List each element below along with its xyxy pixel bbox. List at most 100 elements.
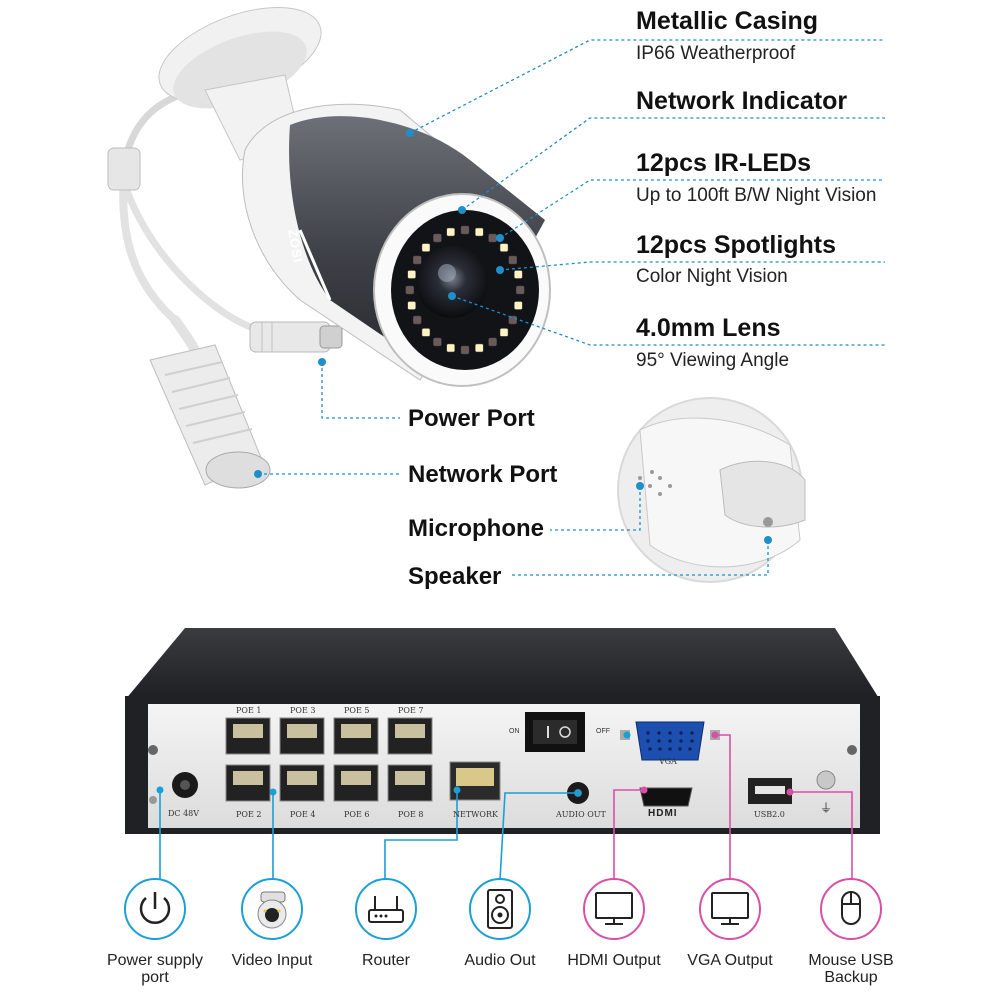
ir-led: [405, 285, 415, 295]
dc-jack: [172, 772, 198, 798]
nvr-label-vga: VGA: [659, 757, 677, 766]
led-ring: [405, 225, 525, 355]
vga-pin: [678, 747, 682, 751]
usb-port: [748, 778, 792, 804]
ir-led: [412, 255, 422, 265]
feature-title-ir-leds: 12pcs IR-LEDs: [636, 149, 812, 177]
interface-circle: [583, 878, 645, 940]
vga-pin: [679, 739, 683, 743]
mouse-icon: [820, 878, 882, 945]
poe-port-pins: [395, 724, 425, 738]
vga-pin: [668, 739, 672, 743]
nvr-label-dc: DC 48V: [168, 809, 200, 818]
interface-label: Power supply port: [106, 952, 204, 986]
label-speaker: Speaker: [408, 563, 502, 590]
vga-pin: [679, 731, 683, 735]
ground-terminal: ⏚: [816, 770, 836, 815]
poe-label-bottom: POE 6: [344, 810, 370, 819]
camera-mount: [158, 6, 322, 161]
network-connector: [149, 344, 271, 489]
vga-pin: [668, 747, 672, 751]
ir-led: [488, 233, 497, 243]
spotlight-led: [514, 301, 523, 310]
ir-led: [412, 315, 422, 325]
spotlight-led: [499, 243, 509, 252]
nvr-label-network: NETWORK: [453, 810, 498, 819]
monitor-icon: [583, 878, 645, 945]
interface-circle: [124, 878, 186, 940]
spotlight-led: [407, 301, 416, 310]
poe-label-bottom: POE 4: [290, 810, 316, 819]
poe-label-bottom: POE 2: [236, 810, 262, 819]
poe-port-pins: [395, 771, 425, 785]
poe-port-pins: [287, 771, 317, 785]
power-switch: [525, 712, 585, 752]
nvr-label-audio: AUDIO OUT: [556, 810, 606, 819]
interface-label: Mouse USB Backup: [808, 952, 894, 986]
svg-text:⏚: ⏚: [820, 801, 832, 815]
router-icon: [355, 878, 417, 945]
poe-label-top: POE 3: [290, 706, 316, 715]
speaker-icon: [469, 878, 531, 945]
interface-label: HDMI Output: [567, 952, 661, 969]
interface-lines: [159, 734, 853, 881]
nvr-label-off: OFF: [596, 728, 610, 735]
poe-ports: [225, 717, 433, 802]
feature-subtitle-casing: IP66 Weatherproof: [636, 43, 796, 64]
spotlight-led: [421, 328, 431, 337]
spotlight-led: [499, 328, 509, 337]
nvr-label-usb: USB2.0: [754, 810, 785, 819]
feature-subtitle-spotlights: Color Night Vision: [636, 266, 788, 287]
poe-port-pins: [341, 771, 371, 785]
leader-dots: [254, 129, 772, 544]
interface-label: VGA Output: [687, 952, 773, 969]
label-power-port: Power Port: [408, 405, 535, 432]
power-plug: [249, 321, 343, 353]
nvr-network-port: [449, 761, 501, 801]
ir-led: [508, 255, 518, 265]
feature-title-casing: Metallic Casing: [636, 7, 818, 35]
spotlight-led: [475, 343, 484, 353]
spotlight-led: [514, 270, 523, 279]
label-microphone: Microphone: [408, 515, 544, 542]
interface-line-dots: [156, 731, 794, 797]
camera-leader-lines: [258, 39, 885, 576]
vga-pin: [658, 747, 662, 751]
interface-circle: [241, 878, 303, 940]
poe-port-pins: [233, 771, 263, 785]
ir-led: [460, 225, 470, 235]
spotlight-led: [475, 227, 484, 237]
cable-junction: [107, 147, 141, 191]
poe-port-pins: [233, 724, 263, 738]
vga-pin: [646, 731, 650, 735]
feature-title-lens: 4.0mm Lens: [636, 314, 781, 342]
spotlight-led: [446, 343, 455, 353]
interface-circle: [820, 878, 882, 940]
camera-icon: [241, 878, 303, 945]
vga-pin: [690, 731, 694, 735]
interface-label: Video Input: [231, 952, 313, 969]
feature-subtitle-ir-leds: Up to 100ft B/W Night Vision: [636, 185, 877, 206]
interface-circle: [355, 878, 417, 940]
ir-led: [433, 233, 442, 243]
vga-pin: [690, 739, 694, 743]
spotlight-led: [407, 270, 416, 279]
hdmi-port: [639, 787, 693, 807]
feature-title-network-indicator: Network Indicator: [636, 87, 848, 115]
interface-label: Router: [361, 952, 411, 969]
feature-subtitle-lens: 95° Viewing Angle: [636, 350, 790, 371]
vga-pin: [646, 739, 650, 743]
ir-led: [433, 337, 442, 347]
interface-circle: [699, 878, 761, 940]
spotlight-led: [446, 227, 455, 237]
vga-pin: [668, 731, 672, 735]
nvr-label-hdmi: HDMI: [648, 808, 678, 819]
closeup-circle: [617, 397, 806, 583]
vga-pin: [657, 731, 661, 735]
ir-led: [460, 345, 470, 355]
label-network-port: Network Port: [408, 461, 558, 488]
poe-port-pins: [287, 724, 317, 738]
vga-pin: [648, 747, 652, 751]
spotlight-led: [421, 243, 431, 252]
